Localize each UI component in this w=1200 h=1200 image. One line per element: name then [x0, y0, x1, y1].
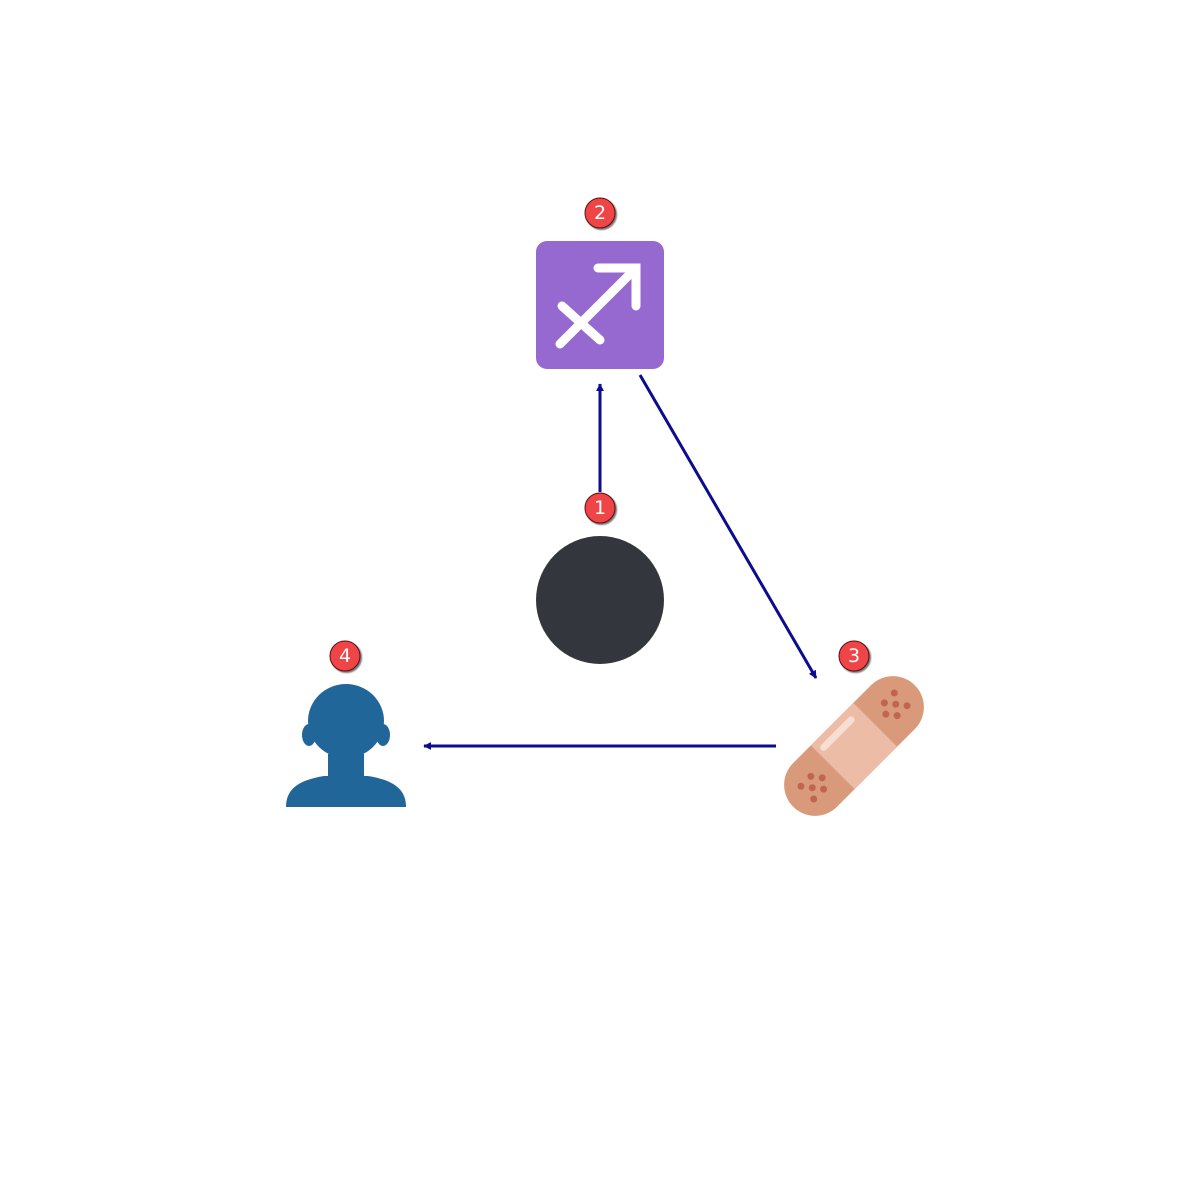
node-2: [536, 241, 664, 369]
edges: [423, 374, 818, 750]
node-4: [286, 684, 406, 807]
badge-4-label: 4: [339, 645, 351, 667]
badge-4: 4: [329, 640, 361, 672]
badges: 1 2 3 4: [329, 197, 870, 672]
adhesive-bandage-icon: [784, 676, 924, 816]
node-1: [536, 536, 664, 664]
sagittarius-icon: [536, 241, 664, 369]
badge-3-label: 3: [848, 645, 860, 667]
black-circle-icon: [536, 536, 664, 664]
edge-2-to-3: [638, 374, 818, 679]
person-silhouette-icon: [286, 684, 406, 807]
badge-2: 2: [584, 197, 616, 229]
node-3: [784, 676, 924, 816]
badge-2-label: 2: [594, 202, 606, 224]
badge-1: 1: [584, 492, 616, 524]
badge-3: 3: [838, 640, 870, 672]
badge-1-label: 1: [594, 497, 606, 519]
